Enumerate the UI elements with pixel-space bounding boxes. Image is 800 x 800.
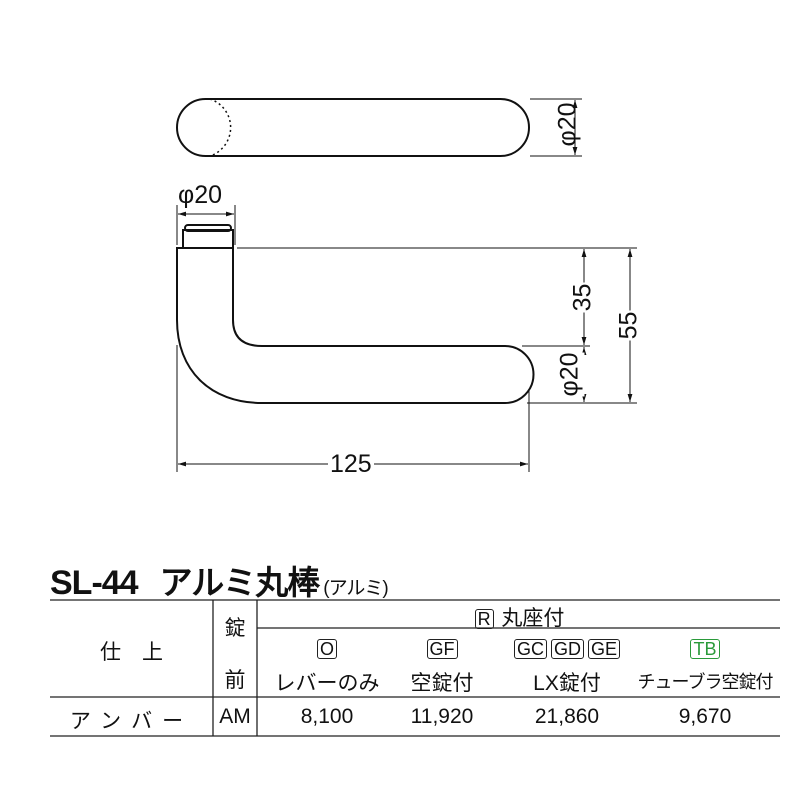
product-material: (アルミ): [323, 578, 388, 599]
group-label: 丸座付: [501, 607, 565, 630]
badge-ge: GE: [587, 639, 620, 659]
group-header: R 丸座付: [257, 602, 780, 632]
product-title: SL-44 アルミ丸棒(アルミ): [50, 556, 389, 604]
height-35-label: 35: [568, 282, 598, 313]
lock-cell: AM: [219, 705, 251, 728]
price-cell: 8,100: [300, 705, 354, 728]
lever-side-outline: [176, 247, 535, 404]
top-view-hidden-circle: [209, 98, 232, 157]
spindle-collar: [182, 229, 234, 249]
top-view-outline: [176, 98, 530, 157]
column-label-tubular: チューブラ空錠付: [637, 672, 774, 692]
badge-gd: GD: [550, 639, 584, 659]
price-cell: 11,920: [410, 705, 474, 728]
lock-header-top: 錠: [224, 617, 246, 640]
column-o-badges: O: [262, 637, 392, 661]
height-55-label: 55: [614, 310, 644, 341]
finish-cell: アンバー: [69, 710, 194, 733]
top-diameter-label: φ20: [553, 102, 582, 147]
product-name: アルミ丸棒: [159, 564, 321, 601]
column-gf-badges: GF: [392, 637, 492, 661]
column-label-lx-lock: LX錠付: [533, 672, 601, 695]
badge-r: R: [474, 609, 494, 629]
handle-diameter-label: φ20: [555, 352, 585, 397]
lock-header-bottom: 前: [224, 669, 246, 692]
price-cell: 21,860: [534, 705, 600, 728]
length-125-label: 125: [328, 450, 374, 479]
column-label-dummy-lock: 空錠付: [410, 672, 474, 695]
product-code: SL-44: [50, 564, 139, 602]
price-cell: 9,670: [678, 705, 732, 728]
finish-header: 仕 上: [100, 641, 163, 664]
badge-gc: GC: [513, 639, 547, 659]
badge-gf: GF: [426, 639, 458, 659]
badge-o: O: [316, 639, 337, 659]
spindle-diameter-label: φ20: [178, 181, 223, 209]
column-tb-badges: TB: [630, 637, 780, 661]
spindle-collar-cap: [184, 224, 232, 232]
column-label-lever-only: レバーのみ: [274, 672, 380, 695]
badge-tb: TB: [690, 639, 720, 659]
